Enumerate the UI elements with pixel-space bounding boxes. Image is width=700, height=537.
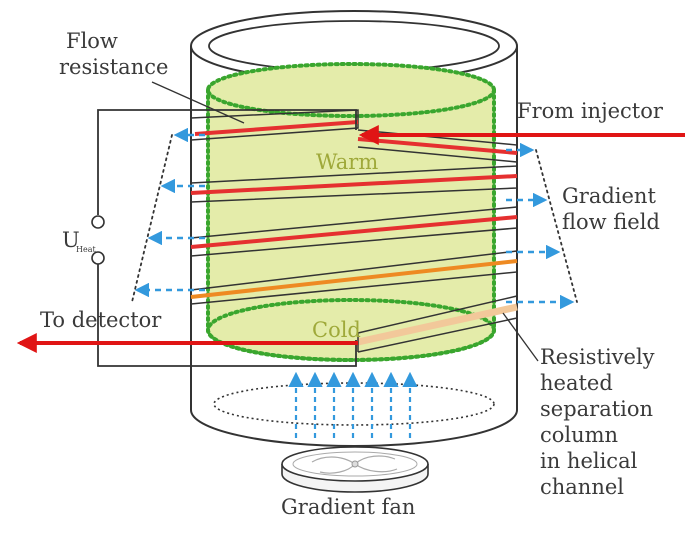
flow-resistance-label-1: Flow [66, 29, 118, 53]
column-label-4: column [540, 423, 618, 447]
to-detector-label: To detector [40, 308, 162, 332]
gradient-fan-label: Gradient fan [281, 495, 415, 519]
gradient-zone [206, 62, 496, 362]
helical-channel [190, 109, 518, 353]
cold-label: Cold [312, 318, 361, 342]
fan-airflow-arrows [288, 371, 418, 438]
gradient-zone-top [206, 62, 496, 118]
column-label-2: heated [540, 371, 613, 395]
flow-resistance-leader [151, 81, 245, 124]
column-label-1: Resistively [540, 345, 655, 369]
terminal-top [91, 215, 105, 229]
column-label-3: separation [540, 397, 653, 421]
gradient-zone-fill [208, 90, 494, 330]
from-injector-label: From injector [517, 99, 664, 123]
u-heat-subscript: Heat [76, 245, 96, 254]
flow-resistance-label-2: resistance [59, 55, 168, 79]
column-label-5: in helical [540, 449, 638, 473]
gradient-flow-field [131, 127, 578, 310]
gradient-flow-label-1: Gradient [562, 184, 656, 208]
cylinder-bottom-inlet [213, 382, 495, 426]
heater-wires [91, 109, 357, 367]
column-leader [502, 312, 539, 362]
column-label-6: channel [540, 475, 624, 499]
gradient-flow-label-2: flow field [562, 210, 660, 234]
u-heat-label: U [62, 228, 80, 252]
gradient-fan [281, 446, 429, 493]
warm-label: Warm [316, 150, 378, 174]
gradient-zone-bottom-back [206, 298, 496, 362]
